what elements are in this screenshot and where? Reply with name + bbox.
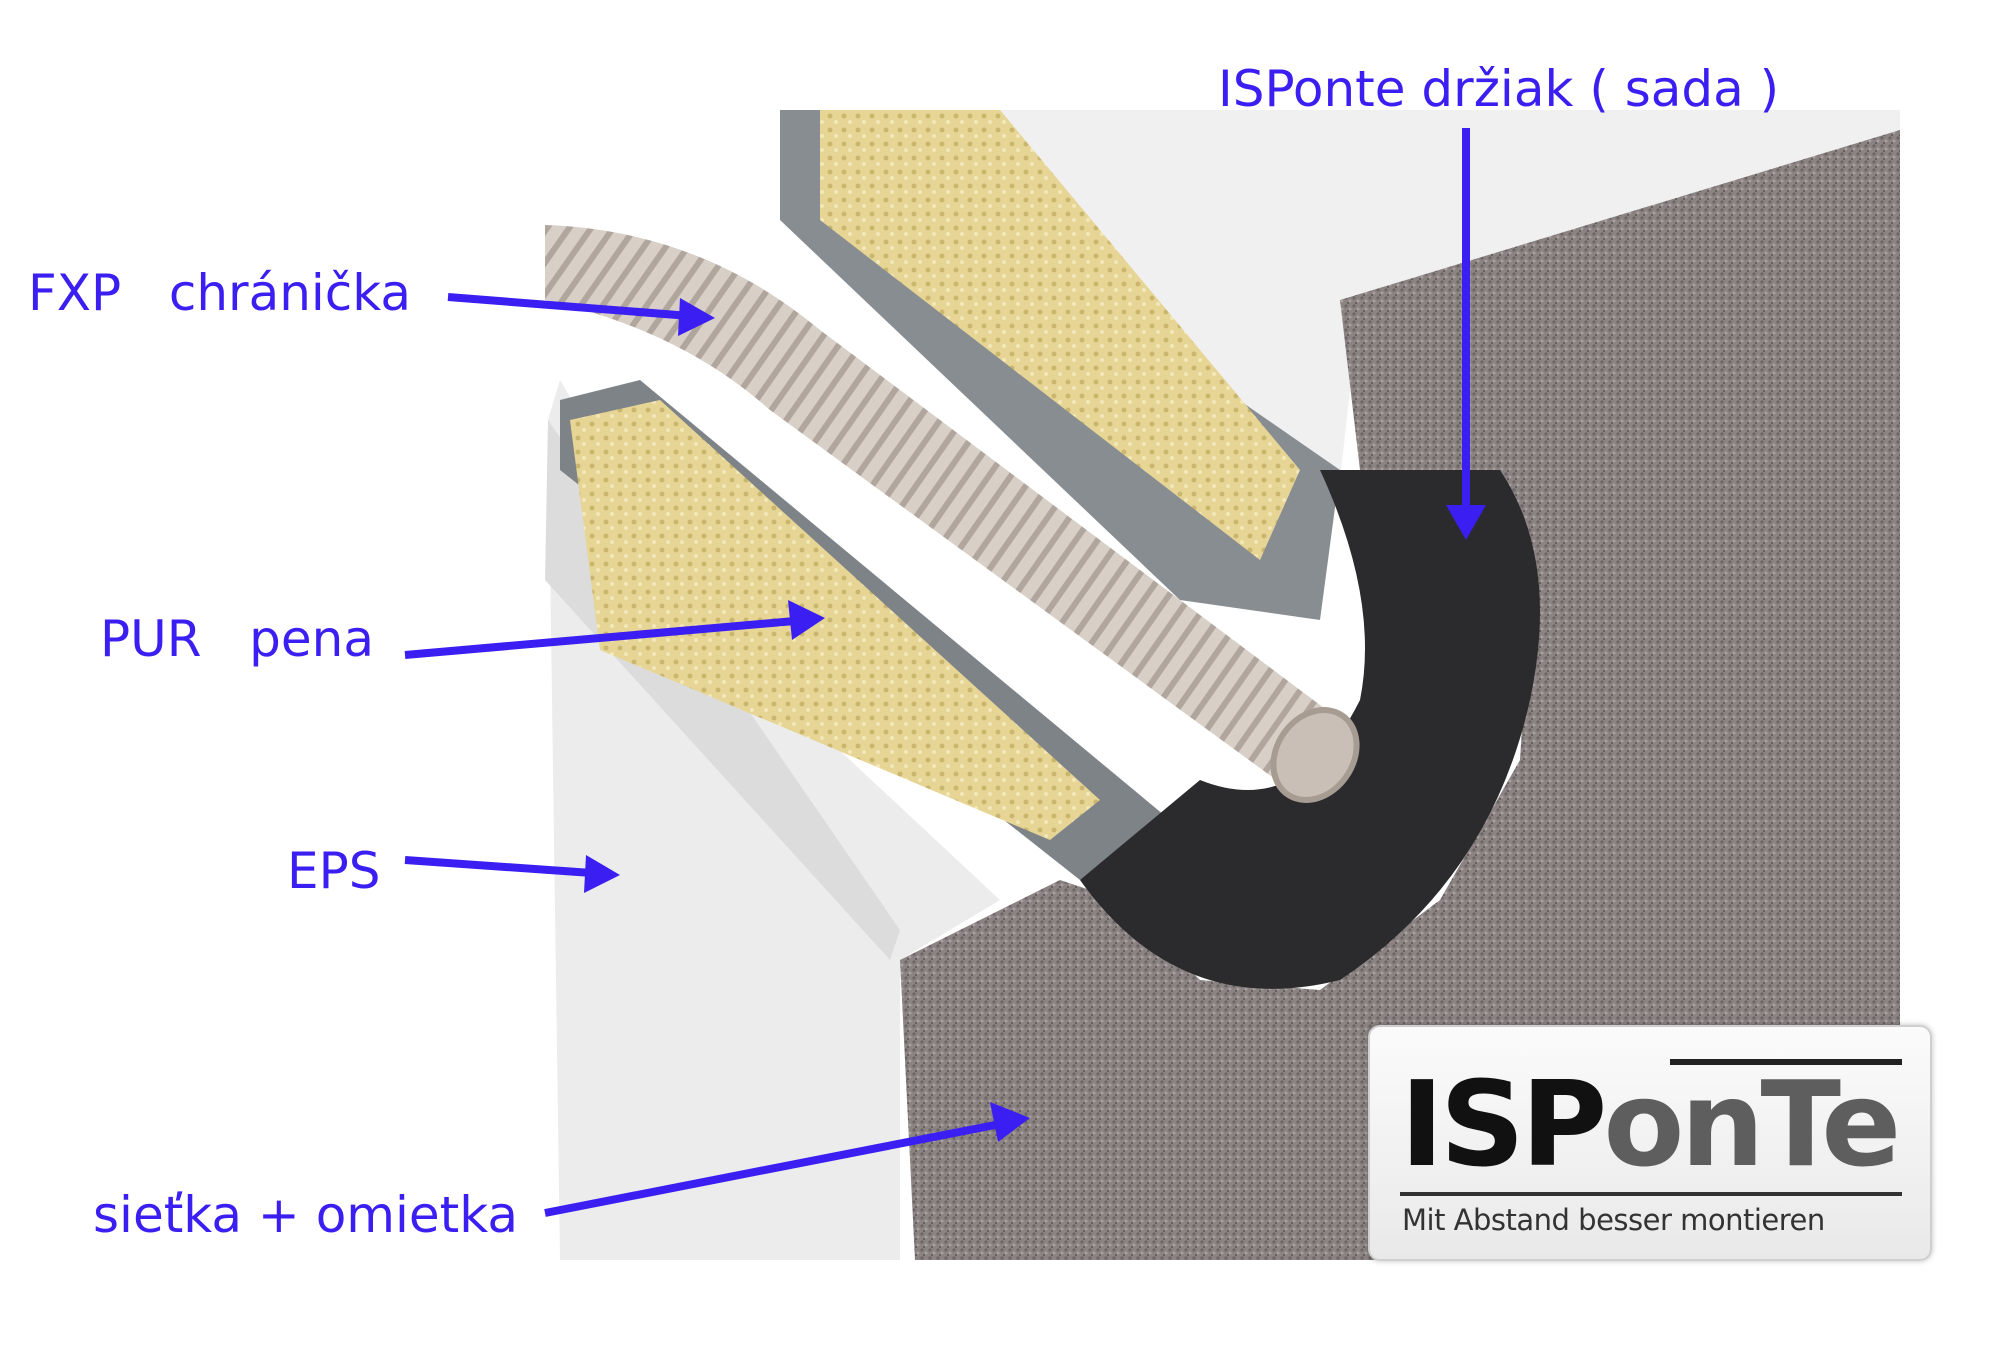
- plaster-face: [900, 130, 1900, 1260]
- isponte-logo: ISPonTe Mit Abstand besser montieren: [1368, 1025, 1932, 1261]
- upper-foam: [820, 110, 1300, 560]
- logo-rule: [1400, 1192, 1902, 1196]
- logo-slogan: Mit Abstand besser montieren: [1402, 1203, 1825, 1237]
- logo-bar: [1670, 1059, 1902, 1065]
- label-mesh: sieťka + omietka: [93, 1186, 518, 1244]
- arrow-foam: [404, 617, 796, 659]
- annotation-arrows: [404, 128, 1486, 1217]
- fxp-conduit: [545, 225, 1340, 790]
- label-foam: PUR pena: [100, 610, 374, 668]
- label-holder: ISPonte držiak ( sada ): [1218, 60, 1780, 118]
- conduit-end: [1270, 707, 1360, 803]
- lower-foam: [570, 400, 1100, 840]
- arrow-eps: [404, 856, 593, 877]
- isponte-holder: [1080, 470, 1540, 989]
- arrow-conduit: [447, 293, 691, 320]
- label-conduit: FXP chránička: [28, 264, 412, 322]
- logo-wordmark: ISPonTe: [1400, 1055, 1901, 1193]
- label-eps: EPS: [287, 842, 381, 900]
- arrow-mesh: [544, 1120, 1001, 1217]
